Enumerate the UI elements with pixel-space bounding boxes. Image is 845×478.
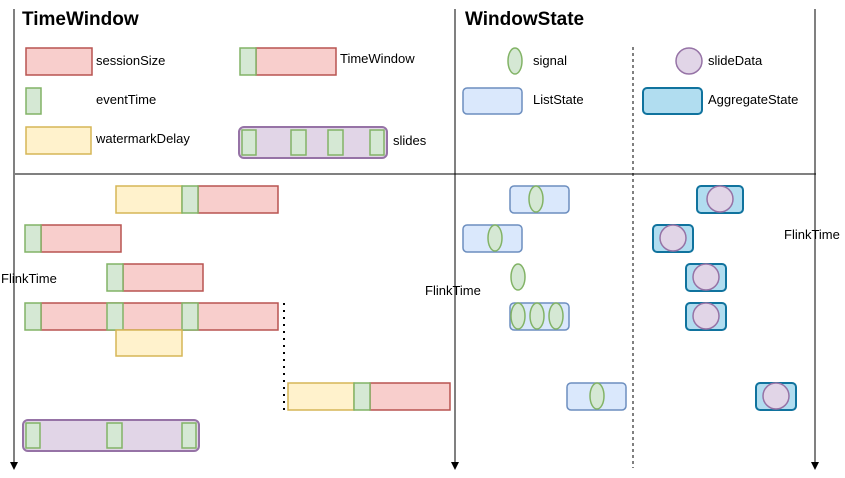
legend-timewindow-label: TimeWindow [340,51,415,66]
legend-slides-label: slides [393,133,427,148]
legend-event-time-label: eventTime [96,92,156,107]
legend-list-state-swatch [462,87,523,115]
aggregate-state-row-4 [685,302,727,331]
legend-event-time-swatch [25,87,42,115]
window-row-1 [115,185,279,214]
left-axis-label: FlinkTime [1,271,57,286]
legend-aggregate-state-label: AggregateState [708,92,798,107]
timewindow-title: TimeWindow [22,9,139,30]
legend-slide-data-label: slideData [708,53,763,68]
legend-slides-swatch [238,126,388,159]
list-state-row-1 [509,185,570,214]
legend-list-state-label: ListState [533,92,584,107]
list-state-row-4 [509,302,570,331]
legend-watermark-delay-swatch [25,126,92,155]
window-row-5 [287,382,451,411]
legend-signal-swatch [507,47,523,75]
legend-signal-label: signal [533,53,567,68]
legend-session-size-label: sessionSize [96,53,165,68]
middle-axis-label: FlinkTime [425,283,481,298]
legend-aggregate-state-swatch [642,87,703,115]
legend-timewindow-swatch [239,47,337,76]
list-state-row-3-signal [510,263,526,291]
aggregate-state-row-1 [696,185,744,214]
legend-watermark-delay-label: watermarkDelay [95,131,190,146]
aggregate-state-row-3 [685,263,727,292]
list-state-row-2 [462,224,523,253]
legend-session-size-swatch [25,47,93,76]
window-row-2 [24,224,122,253]
window-row-3 [106,263,204,292]
legend-slide-data-swatch [675,47,703,75]
right-axis-label: FlinkTime [784,227,840,242]
list-state-row-5 [566,382,627,411]
aggregate-state-row-2 [652,224,694,253]
windowstate-title: WindowState [465,9,584,30]
aggregate-state-row-5 [755,382,797,411]
window-row-6-slides [22,419,200,452]
window-row-4 [24,302,279,357]
